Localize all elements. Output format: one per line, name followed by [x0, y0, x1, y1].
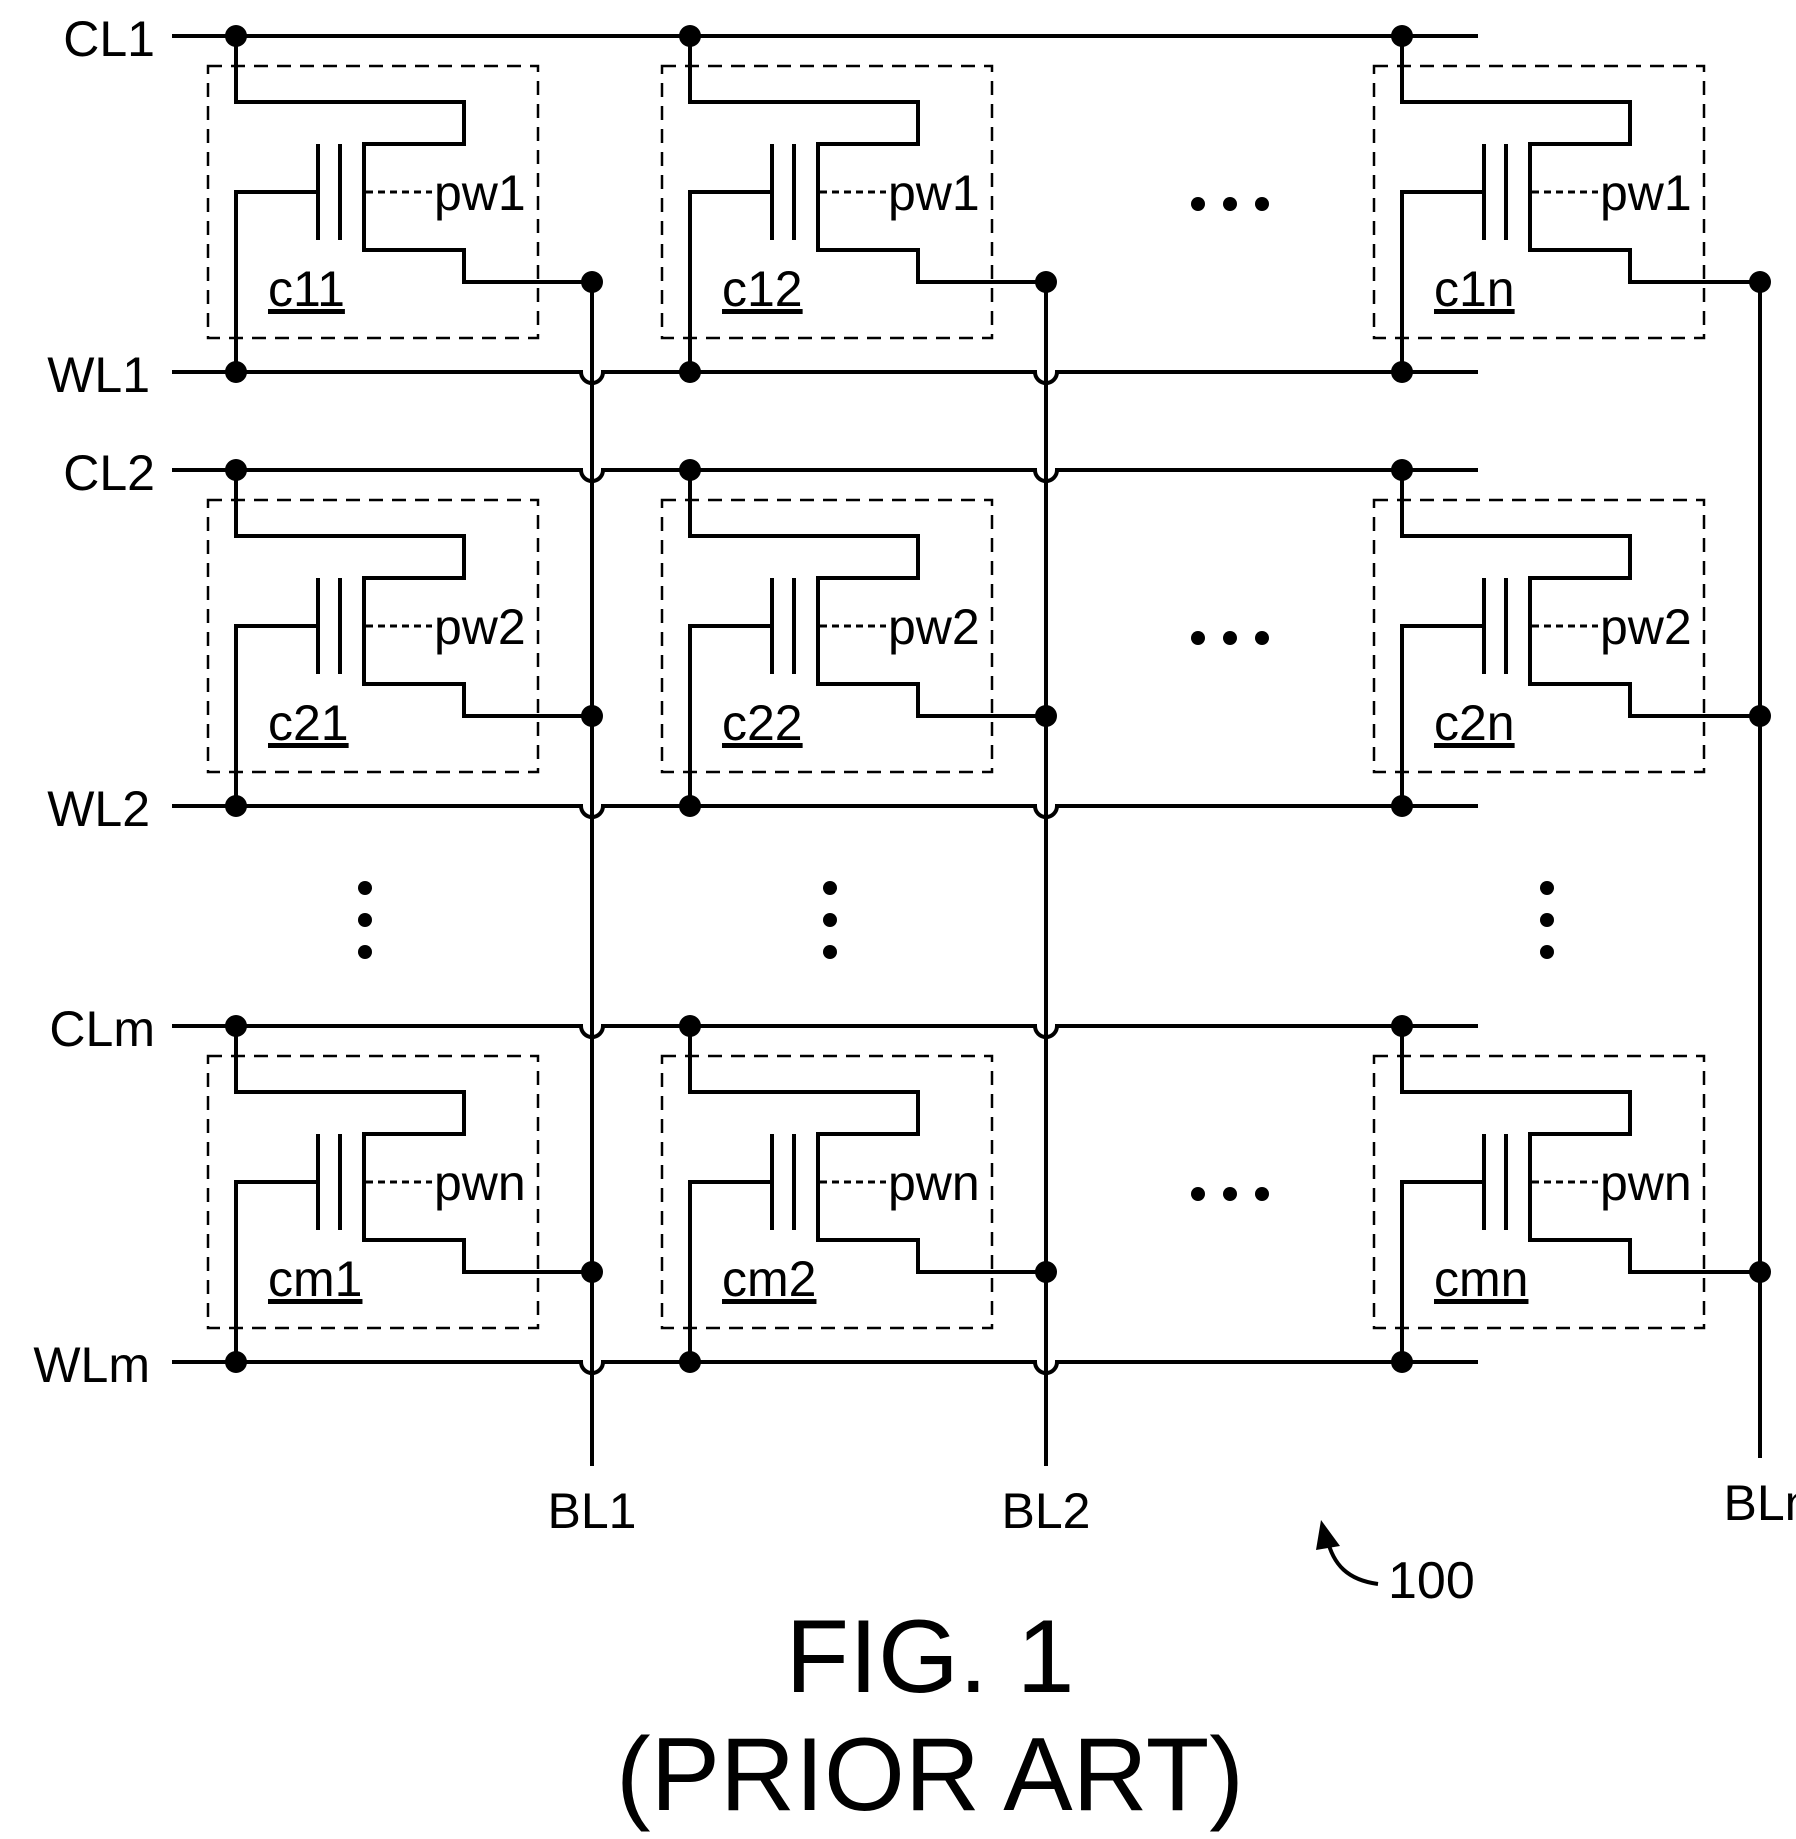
junction-dot: [225, 361, 247, 383]
memory-cell: pw1 c12: [662, 25, 1057, 383]
wl-label: WLm: [33, 1337, 150, 1393]
cl-label: CL2: [63, 445, 155, 501]
memory-cell: pw2 c2n: [1374, 459, 1771, 817]
ellipsis-dot: [1255, 631, 1269, 645]
junction-dot: [1035, 1261, 1057, 1283]
cell-label: cmn: [1434, 1251, 1528, 1307]
transistor-channel: [1402, 36, 1760, 282]
cl-line: [172, 1026, 1478, 1037]
memory-cell: pw1 c1n: [1374, 25, 1771, 383]
junction-dot: [581, 271, 603, 293]
pwell-label: pw1: [1600, 165, 1692, 221]
cell-label: c2n: [1434, 695, 1515, 751]
figure-subtitle: (PRIOR ART): [616, 1717, 1244, 1833]
cell-label: c1n: [1434, 261, 1515, 317]
cl-label: CL1: [63, 11, 155, 67]
ellipsis-dot: [1255, 1187, 1269, 1201]
junction-dot: [679, 795, 701, 817]
junction-dot: [1749, 271, 1771, 293]
ellipsis-dot: [1540, 945, 1554, 959]
junction-dot: [679, 459, 701, 481]
ellipsis-dot: [1223, 1187, 1237, 1201]
pwell-label: pw1: [434, 165, 526, 221]
junction-dot: [1035, 705, 1057, 727]
junction-dot: [1391, 1351, 1413, 1373]
junction-dot: [225, 459, 247, 481]
memory-cell: pwn cm1: [208, 1015, 603, 1373]
figure-title: FIG. 1: [786, 1599, 1075, 1715]
ellipsis-dot: [823, 881, 837, 895]
junction-dot: [679, 361, 701, 383]
ellipsis-dot: [1255, 197, 1269, 211]
junction-dot: [225, 1015, 247, 1037]
ellipsis-dot: [1191, 197, 1205, 211]
junction-dot: [679, 1351, 701, 1373]
cl-label: CLm: [49, 1001, 155, 1057]
junction-dot: [1391, 795, 1413, 817]
junction-dot: [1391, 1015, 1413, 1037]
wl-line: [172, 806, 1478, 817]
transistor-channel: [1402, 470, 1760, 716]
ellipsis-dot: [1191, 631, 1205, 645]
cell-label: c12: [722, 261, 803, 317]
ellipsis-dot: [1191, 1187, 1205, 1201]
pwell-label: pw2: [434, 599, 526, 655]
junction-dot: [225, 795, 247, 817]
junction-dot: [679, 1015, 701, 1037]
pwell-label: pw2: [1600, 599, 1692, 655]
junction-dot: [1391, 361, 1413, 383]
wl-line: [172, 372, 1478, 383]
bitline-label: BL1: [548, 1483, 637, 1539]
ellipsis-dot: [823, 913, 837, 927]
wl-label: WL1: [47, 347, 150, 403]
transistor-channel: [1402, 1026, 1760, 1272]
pwell-label: pwn: [888, 1155, 980, 1211]
bitline-label: BL2: [1002, 1483, 1091, 1539]
ellipsis-dot: [358, 913, 372, 927]
cell-label: cm1: [268, 1251, 362, 1307]
memory-cell: pw2 c22: [662, 459, 1057, 817]
ellipsis-dot: [1223, 197, 1237, 211]
junction-dot: [679, 25, 701, 47]
bitline-label: BLn: [1724, 1475, 1796, 1531]
ellipsis-dot: [1540, 881, 1554, 895]
ellipsis-dot: [823, 945, 837, 959]
junction-dot: [225, 1351, 247, 1373]
junction-dot: [1749, 705, 1771, 727]
junction-dot: [1391, 459, 1413, 481]
cl-line: [172, 470, 1478, 481]
cell-label: c22: [722, 695, 803, 751]
wl-line: [172, 1362, 1478, 1373]
junction-dot: [581, 705, 603, 727]
ellipsis-dot: [358, 881, 372, 895]
junction-dot: [1749, 1261, 1771, 1283]
ellipsis-dot: [1223, 631, 1237, 645]
junction-dot: [1035, 271, 1057, 293]
memory-cell: pw1 c11: [208, 25, 603, 383]
junction-dot: [225, 25, 247, 47]
pwell-label: pw2: [888, 599, 980, 655]
junction-dot: [1391, 25, 1413, 47]
cells-layer: pw1 c11 pw1 c12 pw1 c1n pw2 c21 pw2 c22 pw2 c2n pwn c…: [208, 25, 1771, 1373]
ellipsis-dot: [358, 945, 372, 959]
pwell-label: pwn: [434, 1155, 526, 1211]
pwell-label: pwn: [1600, 1155, 1692, 1211]
cell-label: c11: [268, 261, 345, 317]
junction-dot: [581, 1261, 603, 1283]
reference-numeral: 100: [1388, 1552, 1475, 1610]
wl-label: WL2: [47, 781, 150, 837]
reference-arrowhead: [1316, 1520, 1340, 1550]
pwell-label: pw1: [888, 165, 980, 221]
memory-cell: pw2 c21: [208, 459, 603, 817]
cell-label: c21: [268, 695, 349, 751]
memory-cell: pwn cmn: [1374, 1015, 1771, 1373]
ellipsis-dot: [1540, 913, 1554, 927]
cell-label: cm2: [722, 1251, 816, 1307]
memory-cell: pwn cm2: [662, 1015, 1057, 1373]
